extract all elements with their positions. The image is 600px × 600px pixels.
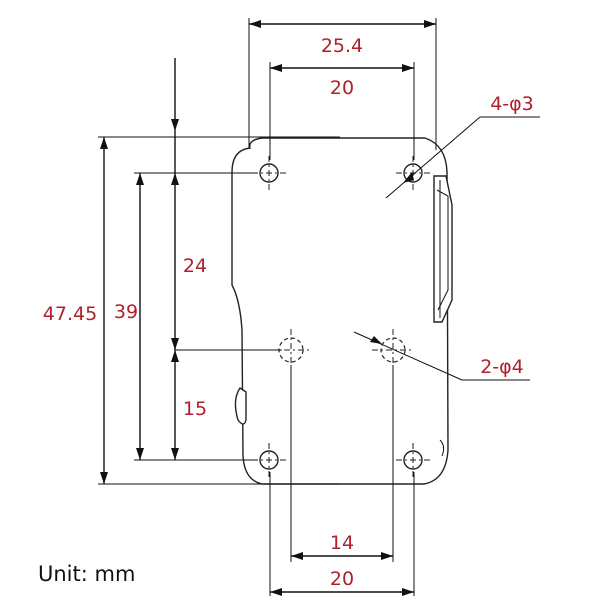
dim-label-25-4: 25.4 <box>321 35 363 57</box>
left-notch <box>234 387 247 425</box>
bottom-right-bump <box>439 439 445 457</box>
holes <box>252 156 430 477</box>
dim-label-15: 15 <box>183 398 207 420</box>
dim-lower-section: 15 <box>171 350 207 460</box>
unit-label: Unit: mm <box>38 562 135 586</box>
side-clip-detail <box>436 180 449 318</box>
hole-bottom-right <box>396 443 430 477</box>
dim-bottom-inner: 14 <box>290 365 394 562</box>
dim-label-24: 24 <box>183 255 207 277</box>
bracket-body <box>231 137 453 485</box>
dim-label-20-top: 20 <box>330 77 354 99</box>
dim-upper-section: 24 <box>171 58 282 351</box>
dim-label-39: 39 <box>114 301 138 323</box>
dim-bottom-outer: 20 <box>269 472 415 596</box>
callout-4-phi3: 4-φ3 <box>490 93 534 115</box>
dim-label-20-bottom: 20 <box>330 568 354 590</box>
callout-2-phi4: 2-φ4 <box>480 356 524 378</box>
dim-hole-span: 39 <box>114 172 258 461</box>
dim-label-47-45: 47.45 <box>43 303 97 325</box>
callout-large-holes: 2-φ4 <box>353 331 530 381</box>
plate-outline <box>231 137 449 485</box>
hole-mid-right <box>372 329 414 371</box>
dim-top-outer: 25.4 <box>248 18 437 150</box>
hole-bottom-left <box>252 443 286 477</box>
dim-overall-height: 47.45 <box>43 136 340 485</box>
callout-small-holes: 4-φ3 <box>385 93 540 199</box>
dim-label-14: 14 <box>330 532 354 554</box>
dim-top-hole-spacing: 20 <box>269 62 415 160</box>
